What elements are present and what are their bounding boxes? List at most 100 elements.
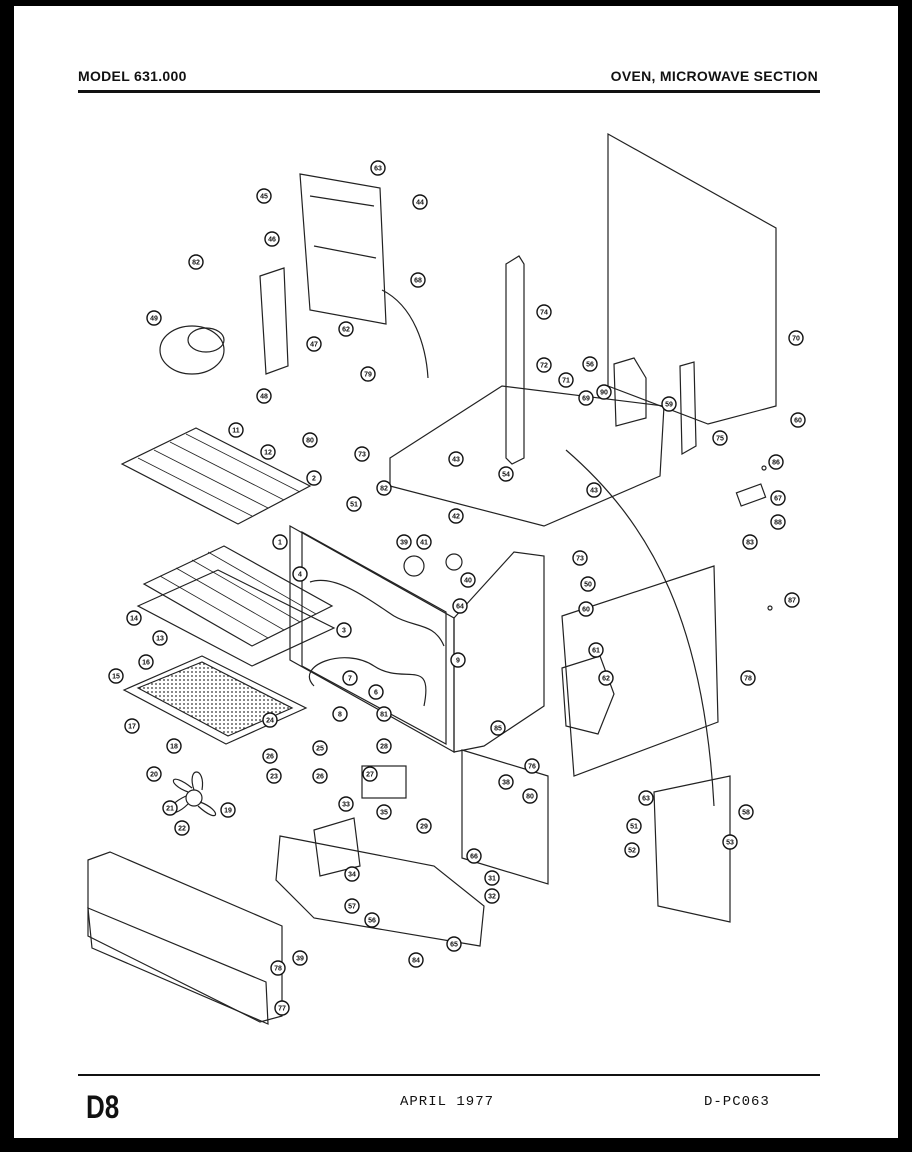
svg-text:75: 75 — [716, 436, 724, 443]
svg-text:46: 46 — [268, 237, 276, 244]
callout-69: 69 — [578, 390, 594, 406]
callout-74: 74 — [536, 304, 552, 320]
svg-text:66: 66 — [470, 854, 478, 861]
fan-motor-49 — [159, 325, 225, 375]
svg-text:63: 63 — [374, 166, 382, 173]
callout-65: 65 — [446, 936, 462, 952]
page-number: D8 — [86, 1088, 120, 1126]
transformer-27 — [361, 765, 407, 799]
svg-text:49: 49 — [150, 316, 158, 323]
callout-8: 8 — [332, 706, 348, 722]
svg-text:81: 81 — [380, 712, 388, 719]
svg-text:22: 22 — [178, 826, 186, 833]
callout-15: 15 — [108, 668, 124, 684]
svg-text:73: 73 — [358, 452, 366, 459]
callout-6: 6 — [368, 684, 384, 700]
callout-82: 82 — [188, 254, 204, 270]
callout-24: 24 — [262, 712, 278, 728]
callout-67: 67 — [770, 490, 786, 506]
callout-87: 87 — [784, 592, 800, 608]
wrapper-50 — [453, 551, 545, 753]
svg-text:28: 28 — [380, 744, 388, 751]
side-panel-70 — [607, 132, 777, 425]
callout-64: 64 — [452, 598, 468, 614]
callout-31: 31 — [484, 870, 500, 886]
svg-text:33: 33 — [342, 802, 350, 809]
svg-text:71: 71 — [562, 378, 570, 385]
callout-17: 17 — [124, 718, 140, 734]
callout-16: 16 — [138, 654, 154, 670]
svg-text:26: 26 — [316, 774, 324, 781]
magnetron-33 — [313, 817, 361, 877]
svg-text:58: 58 — [742, 810, 750, 817]
svg-text:65: 65 — [450, 942, 458, 949]
callout-73: 73 — [354, 446, 370, 462]
svg-text:72: 72 — [540, 363, 548, 370]
svg-text:87: 87 — [788, 598, 796, 605]
svg-text:82: 82 — [192, 260, 200, 267]
svg-text:70: 70 — [792, 336, 800, 343]
part-86 — [761, 465, 767, 471]
callout-59: 59 — [661, 396, 677, 412]
svg-text:14: 14 — [130, 616, 138, 623]
callout-27: 27 — [362, 766, 378, 782]
footer-rule — [78, 1074, 820, 1076]
svg-text:50: 50 — [584, 582, 592, 589]
callout-layer: 1234678911121314151617181920212223242526… — [108, 160, 806, 1016]
svg-text:34: 34 — [348, 872, 356, 879]
svg-text:9: 9 — [456, 658, 460, 665]
top-rack-11 — [120, 427, 312, 525]
scan-edge — [0, 1138, 912, 1152]
callout-25: 25 — [312, 740, 328, 756]
relay-41 — [445, 553, 463, 571]
callout-53: 53 — [722, 834, 738, 850]
svg-text:24: 24 — [266, 718, 274, 725]
svg-text:73: 73 — [576, 556, 584, 563]
svg-text:6: 6 — [374, 690, 378, 697]
svg-text:20: 20 — [150, 772, 158, 779]
callout-52: 52 — [624, 842, 640, 858]
svg-text:44: 44 — [416, 200, 424, 207]
callout-56: 56 — [582, 356, 598, 372]
callout-1: 1 — [272, 534, 288, 550]
control-housing-44 — [299, 173, 387, 325]
svg-text:15: 15 — [112, 674, 120, 681]
callout-63: 63 — [370, 160, 386, 176]
model-title: MODEL 631.000 — [78, 68, 187, 84]
callout-85: 85 — [490, 720, 506, 736]
callout-44: 44 — [412, 194, 428, 210]
callout-23: 23 — [266, 768, 282, 784]
callout-21: 21 — [162, 800, 178, 816]
cavity-top-72 — [389, 385, 665, 527]
callout-19: 19 — [220, 802, 236, 818]
svg-text:88: 88 — [774, 520, 782, 527]
oven-rack-14 — [136, 569, 336, 667]
svg-text:8: 8 — [338, 712, 342, 719]
svg-text:1: 1 — [278, 540, 282, 547]
lamp-29 — [403, 555, 425, 577]
callout-9: 9 — [450, 652, 466, 668]
callout-83: 83 — [742, 534, 758, 550]
callout-47: 47 — [306, 336, 322, 352]
svg-text:39: 39 — [400, 540, 408, 547]
callout-76: 76 — [524, 758, 540, 774]
svg-text:54: 54 — [502, 472, 510, 479]
svg-text:84: 84 — [412, 958, 420, 965]
svg-text:12: 12 — [264, 450, 272, 457]
svg-text:48: 48 — [260, 394, 268, 401]
callout-60: 60 — [790, 412, 806, 428]
svg-text:67: 67 — [774, 496, 782, 503]
callout-40: 40 — [460, 572, 476, 588]
bottom-grille-15 — [122, 655, 308, 745]
svg-text:29: 29 — [420, 824, 428, 831]
kick-panel-77 — [87, 907, 269, 1025]
callout-28: 28 — [376, 738, 392, 754]
svg-text:21: 21 — [166, 806, 174, 813]
svg-text:38: 38 — [502, 780, 510, 787]
callout-45: 45 — [256, 188, 272, 204]
svg-text:90: 90 — [600, 390, 608, 397]
panel-38 — [461, 749, 549, 885]
callout-82b: 82 — [376, 480, 392, 496]
oven-rack-10 — [142, 545, 334, 647]
svg-text:25: 25 — [316, 746, 324, 753]
